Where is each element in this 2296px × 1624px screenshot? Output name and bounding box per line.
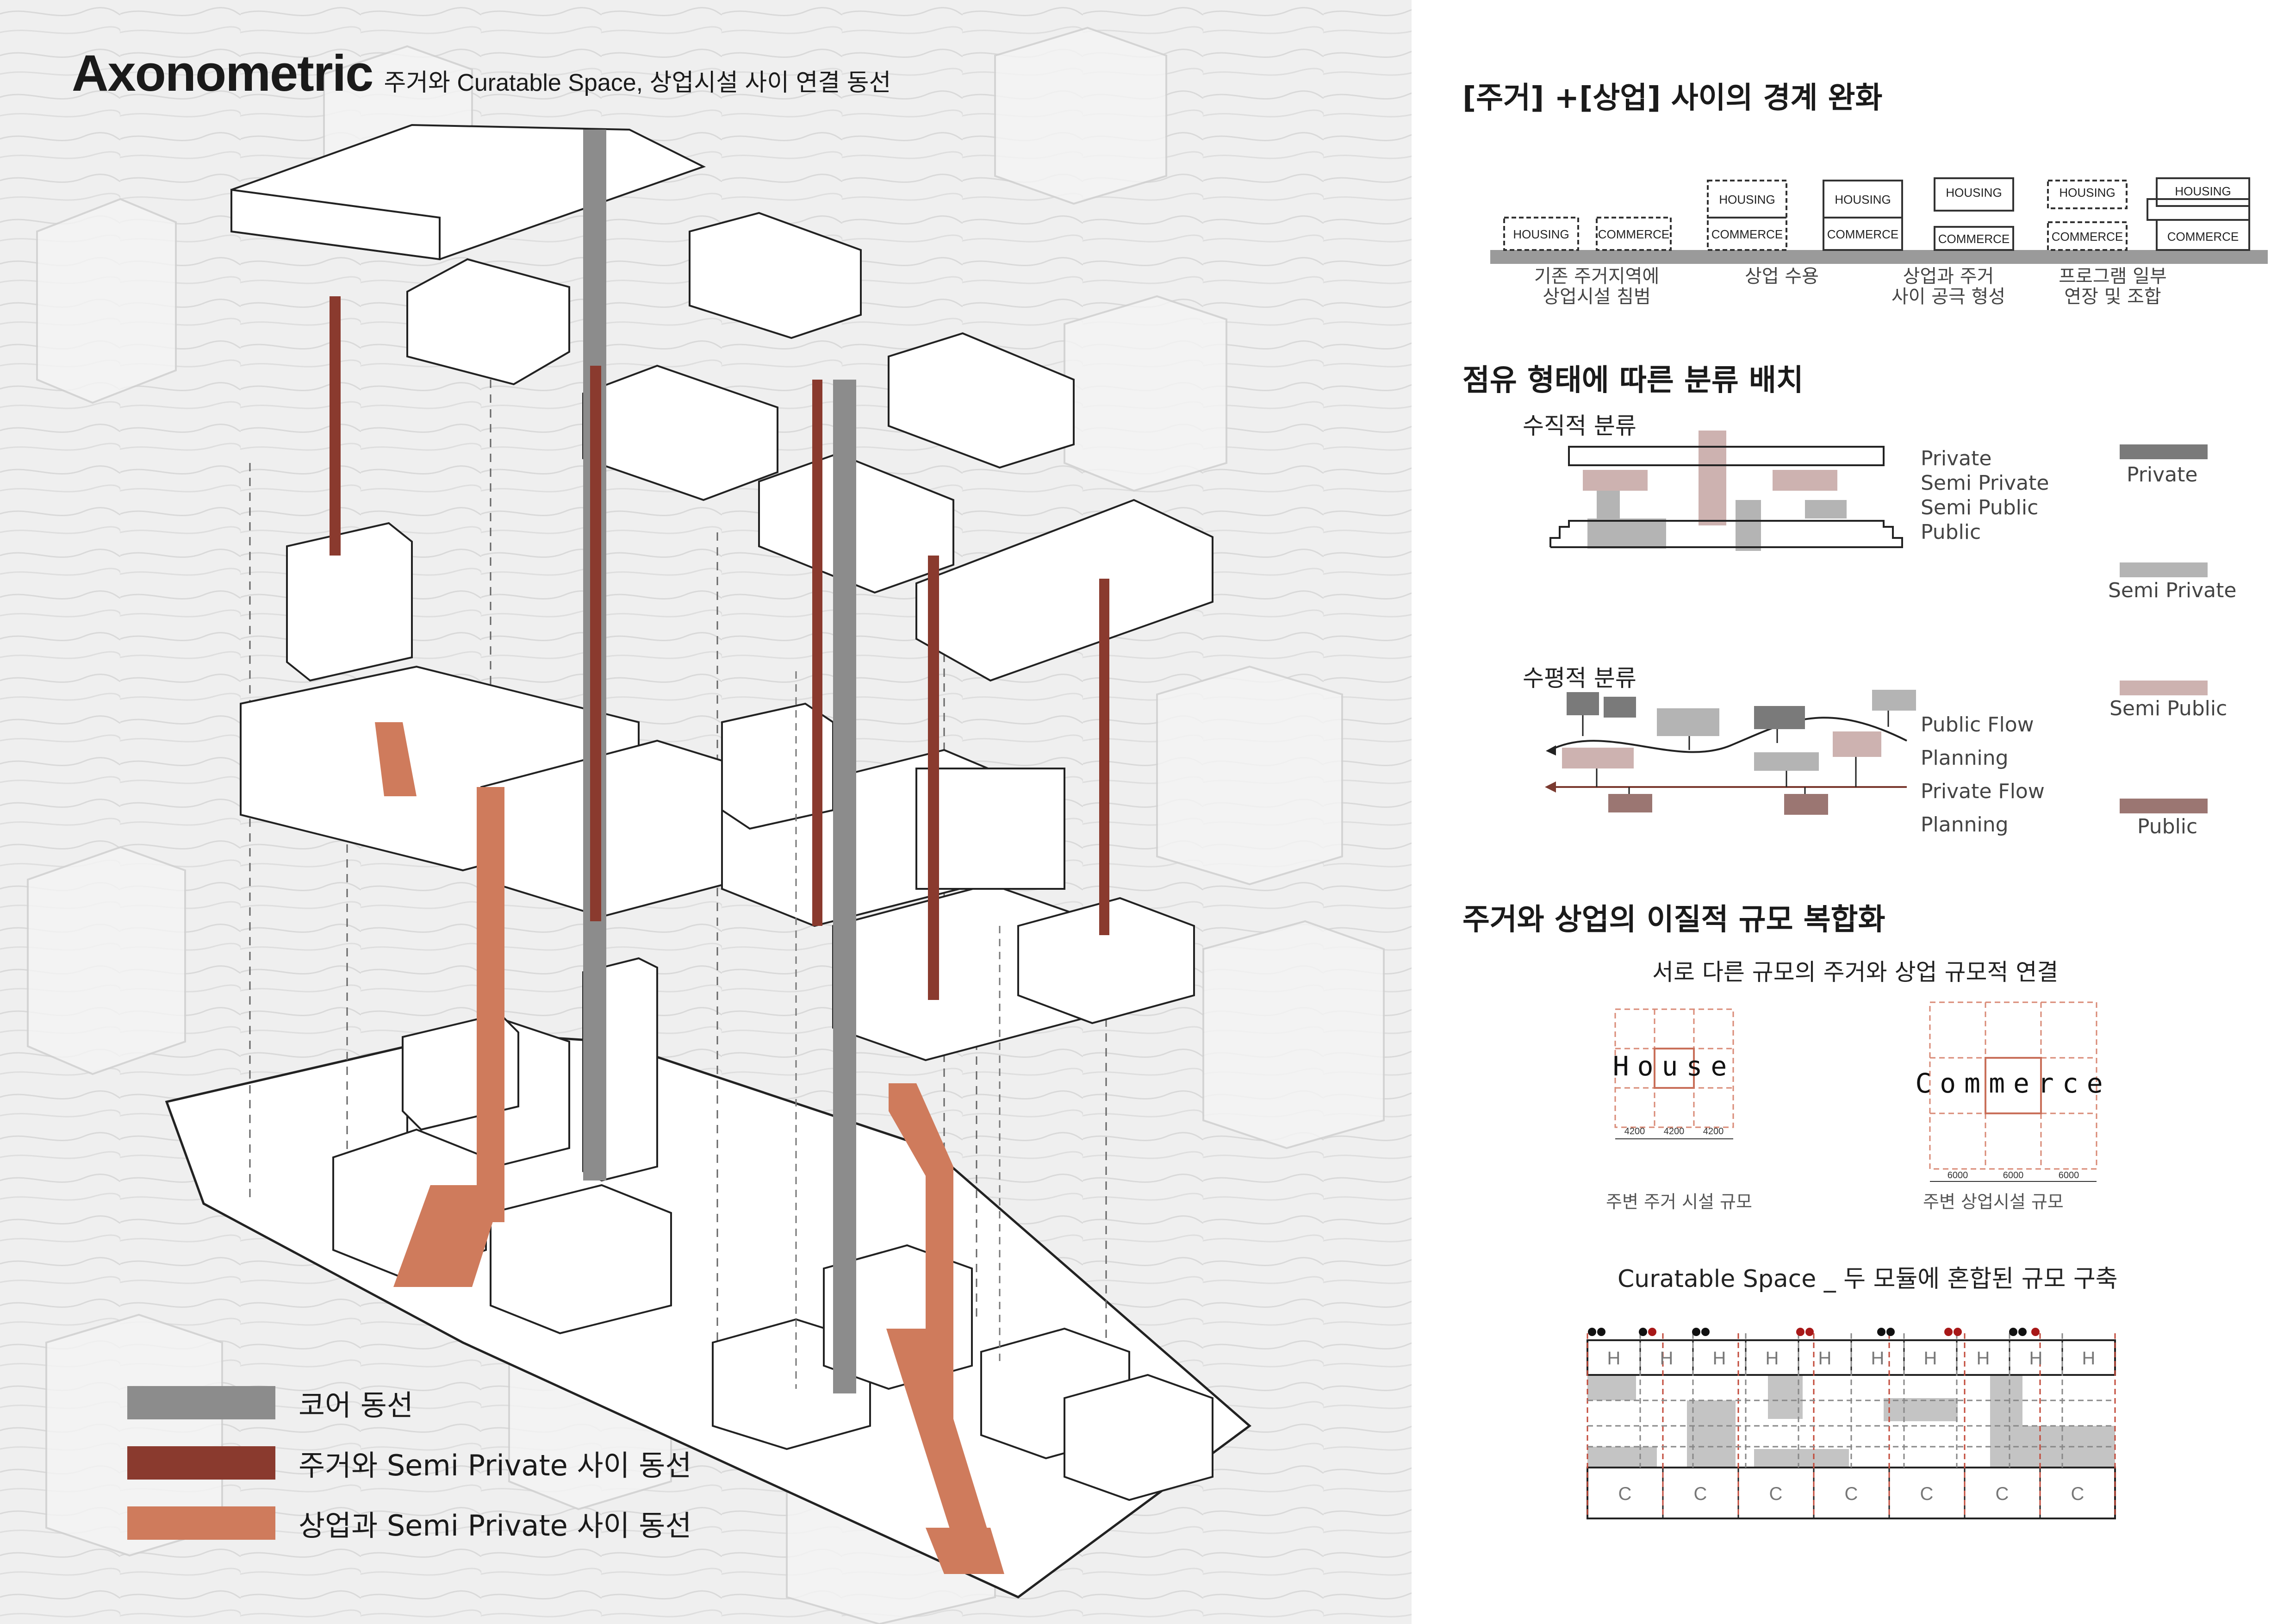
s2-legend-semi-public: Semi Public — [2109, 697, 2228, 720]
section3-title: 주거와 상업의 이질적 규모 복합화 — [1462, 903, 1885, 937]
horizontal-diagram — [1545, 690, 1916, 815]
level-semi-private: Semi Private — [1921, 471, 2049, 495]
title-main: Axonometric — [72, 45, 373, 102]
h-cell-1: H — [1607, 1348, 1621, 1368]
legend-label-commerce: 상업과 Semi Private 사이 동선 — [299, 1509, 692, 1543]
h-cell-7: H — [1924, 1348, 1937, 1368]
horizontal-label: 수평적 분류 — [1523, 665, 1636, 692]
h-cell-5: H — [1818, 1348, 1832, 1368]
c-cell-7: C — [2071, 1484, 2084, 1504]
s2-legend-swatch-private — [2120, 444, 2208, 459]
flow-planning-1: Planning — [1921, 746, 2009, 770]
scale-diagram: House 4200 4200 4200 Commerce 6000 6000 … — [1613, 1001, 2110, 1182]
s1-housing-1: HOUSING — [1513, 227, 1569, 241]
drawing-title: Axonometric 주거와 Curatable Space, 상업시설 사이 … — [72, 44, 891, 103]
h-cell-6: H — [1871, 1348, 1885, 1368]
s1-caption-4: 프로그램 일부 연장 및 조합 — [2034, 266, 2191, 307]
axonometric-drawing — [0, 0, 1412, 1624]
legend-commerce: 상업과 Semi Private 사이 동선 — [127, 1505, 692, 1543]
diagram-panel: [주거] +[상업] 사이의 경계 완화 HOUSING COMMERCE HO… — [1412, 0, 2296, 1624]
c-cell-3: C — [1769, 1484, 1783, 1504]
legend-swatch-housing — [127, 1446, 275, 1480]
legend-label-housing: 주거와 Semi Private 사이 동선 — [299, 1449, 692, 1482]
legend-swatch-core — [127, 1386, 275, 1419]
s1-housing-2: HOUSING — [1719, 193, 1775, 206]
boundary-diagram: HOUSING COMMERCE HOUSING COMMERCE HOUSIN… — [1490, 177, 2268, 264]
title-subtitle: 주거와 Curatable Space, 상업시설 사이 연결 동선 — [384, 69, 891, 96]
h-cell-9: H — [2029, 1348, 2043, 1368]
s2-legend-public: Public — [2137, 815, 2198, 838]
c-cell-5: C — [1920, 1484, 1934, 1504]
s1-housing-5: HOUSING — [2059, 186, 2115, 200]
house-dim-2: 4200 — [1664, 1126, 1685, 1137]
s1-caption-3-text: 상업과 주거 사이 공극 형성 — [1891, 266, 2006, 307]
s1-caption-1-text: 기존 주거지역에 상업시설 침범 — [1534, 266, 1660, 307]
house-dim-3: 4200 — [1703, 1126, 1724, 1137]
s1-caption-3: 상업과 주거 사이 공극 형성 — [1874, 266, 2022, 307]
flow-planning-2: Planning — [1921, 813, 2009, 837]
legend-label-core: 코어 동선 — [299, 1388, 413, 1422]
vertical-label: 수직적 분류 — [1523, 412, 1636, 439]
s2-legend-private: Private — [2127, 463, 2198, 487]
h-cell-2: H — [1660, 1348, 1674, 1368]
level-private: Private — [1921, 447, 1992, 470]
s1-housing-6: HOUSING — [2175, 184, 2231, 198]
level-public: Public — [1921, 520, 1981, 544]
legend-core: 코어 동선 — [127, 1384, 413, 1422]
c-cell-2: C — [1694, 1484, 1707, 1504]
c-cell-1: C — [1618, 1484, 1632, 1504]
s1-caption-2: 상업 수용 — [1712, 266, 1851, 287]
s1-commerce-3: COMMERCE — [1827, 227, 1899, 241]
commerce-dim-2: 6000 — [2003, 1170, 2024, 1181]
s1-caption-1: 기존 주거지역에 상업시설 침범 — [1518, 266, 1675, 307]
h-cell-10: H — [2082, 1348, 2096, 1368]
s1-commerce-2: COMMERCE — [1711, 227, 1783, 241]
s1-commerce-6: COMMERCE — [2167, 230, 2239, 244]
house-caption: 주변 주거 시설 규모 — [1606, 1192, 1752, 1212]
s1-commerce-5: COMMERCE — [2052, 230, 2123, 244]
section2-title: 점유 형태에 따른 분류 배치 — [1462, 363, 1804, 398]
s2-legend-swatch-semi-public — [2120, 681, 2208, 695]
section1-title: [주거] +[상업] 사이의 경계 완화 — [1462, 81, 1883, 115]
c-cell-4: C — [1845, 1484, 1858, 1504]
s1-caption-4-text: 프로그램 일부 연장 및 조합 — [2059, 266, 2167, 307]
flow-private: Private Flow — [1921, 780, 2045, 803]
s2-legend-semi-private: Semi Private — [2108, 579, 2237, 602]
legend-swatch-commerce — [127, 1506, 275, 1540]
h-cell-4: H — [1766, 1348, 1779, 1368]
vertical-diagram — [1549, 431, 1903, 551]
section3-subtitle: 서로 다른 규모의 주거와 상업 규모적 연결 — [1652, 959, 2059, 986]
s1-housing-3: HOUSING — [1835, 193, 1891, 206]
house-word: House — [1613, 1050, 1736, 1082]
flow-public: Public Flow — [1921, 713, 2034, 737]
s1-commerce-1: COMMERCE — [1598, 227, 1670, 241]
curatable-grid: H H H H H H H H H H C C C C C C C — [1587, 1328, 2116, 1519]
h-cell-8: H — [1977, 1348, 1990, 1368]
s1-commerce-4: COMMERCE — [1938, 232, 2010, 246]
s1-caption-2-text: 상업 수용 — [1745, 266, 1819, 287]
legend-housing: 주거와 Semi Private 사이 동선 — [127, 1444, 692, 1482]
s2-legend-swatch-semi-private — [2120, 562, 2208, 577]
commerce-dim-3: 6000 — [2059, 1170, 2079, 1181]
axonometric-panel: Axonometric 주거와 Curatable Space, 상업시설 사이 … — [0, 0, 1412, 1624]
commerce-dim-1: 6000 — [1948, 1170, 1968, 1181]
s1-housing-4: HOUSING — [1946, 186, 2002, 200]
level-semi-public: Semi Public — [1921, 496, 2039, 519]
curatable-title: Curatable Space _ 두 모듈에 혼합된 규모 구축 — [1618, 1265, 2118, 1293]
commerce-caption: 주변 상업시설 규모 — [1923, 1192, 2064, 1212]
house-dim-1: 4200 — [1624, 1126, 1645, 1137]
commerce-word: Commerce — [1915, 1068, 2110, 1099]
h-cell-3: H — [1713, 1348, 1726, 1368]
s2-legend-swatch-public — [2120, 799, 2208, 813]
c-cell-6: C — [1996, 1484, 2009, 1504]
